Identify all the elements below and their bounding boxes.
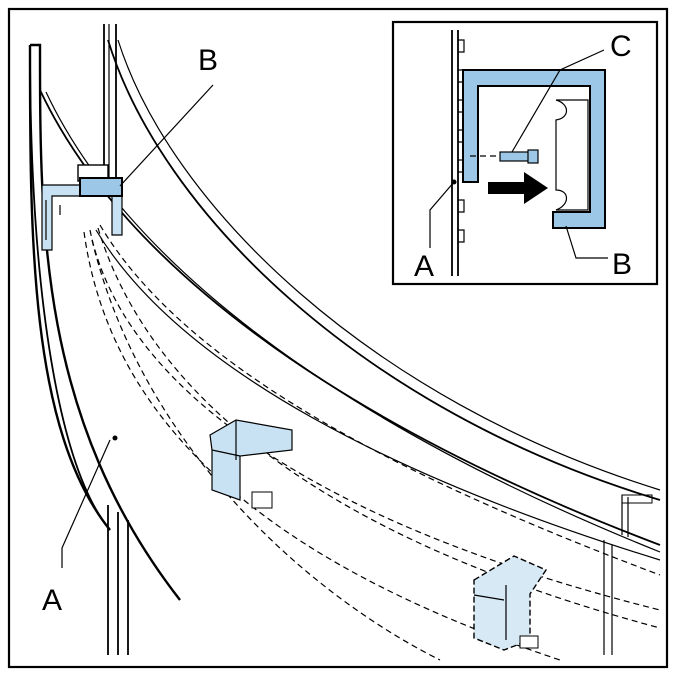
inset-wall — [451, 30, 459, 276]
main-view — [28, 24, 661, 661]
rail-curve-3 — [107, 39, 661, 501]
leader-inset-A — [429, 181, 455, 248]
leader-inset-C — [511, 49, 605, 153]
right-post — [603, 540, 613, 655]
vertical-post — [103, 24, 117, 180]
hidden-line-5 — [91, 239, 441, 661]
callout-main-A: A — [42, 584, 62, 617]
leader-dot-inset-A — [451, 179, 457, 185]
bracket-lower — [473, 555, 548, 651]
right-bracket — [621, 494, 653, 504]
inset-detail — [391, 20, 659, 286]
bracket-middle — [209, 419, 293, 509]
rail-curve-1 — [39, 89, 661, 546]
panel-outer-edge — [28, 43, 181, 601]
callout-inset-A: A — [414, 250, 434, 283]
callout-inset-C: C — [610, 30, 632, 63]
rail-curve-5 — [95, 229, 661, 561]
hidden-line-1 — [89, 229, 661, 611]
leader-inset-B — [565, 225, 608, 259]
bracket-top — [41, 164, 123, 251]
leader-dot-A — [112, 435, 118, 441]
panel-edge — [29, 44, 111, 531]
inset-bracket — [462, 69, 606, 229]
callout-main-B: B — [198, 44, 218, 77]
hidden-line-2 — [97, 227, 661, 629]
leader-main-A — [61, 439, 111, 568]
inset-slot — [555, 99, 589, 211]
rail-curve-4 — [117, 39, 661, 491]
arrow-right-icon — [488, 172, 548, 204]
callout-inset-B: B — [612, 248, 632, 281]
lower-post — [107, 505, 129, 655]
leader-main-B — [119, 84, 214, 187]
screw — [470, 149, 539, 164]
outer-frame — [7, 7, 669, 669]
